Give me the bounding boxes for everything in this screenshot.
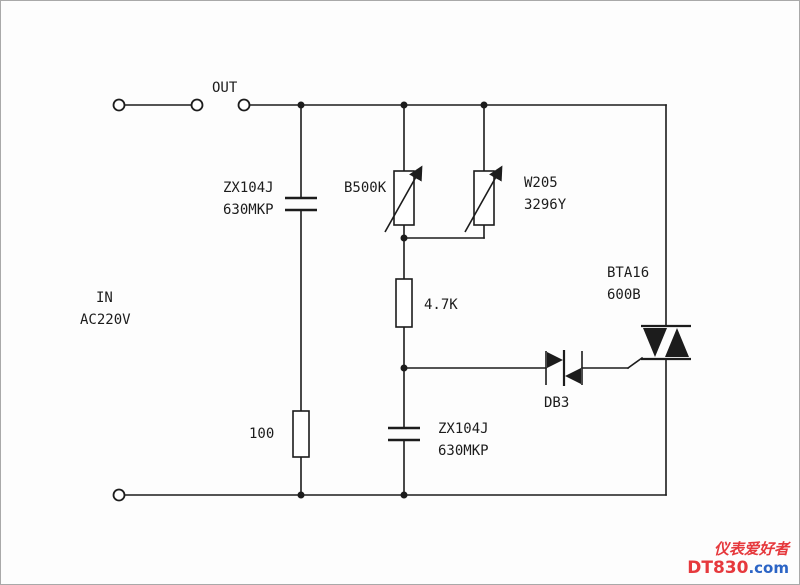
terminals [112,98,251,502]
capacitor-timing [388,426,420,442]
labels: OUT IN AC220V ZX104J 630MKP B500K W205 3… [80,80,649,459]
capacitor-timing-part-label: ZX104J [438,421,489,437]
junctions [297,101,488,499]
watermark-site-name: DT830 [687,557,749,578]
watermark-brand-cn: 仪表爱好者 [713,539,789,558]
triac [641,324,691,361]
triac-triangle-right [665,328,689,357]
diac-triangle-upper [547,352,563,368]
output-terminal-right [237,98,251,112]
capacitor-input [285,196,317,212]
capacitor-timing-spec-label: 630MKP [438,443,489,459]
triac-triangle-left [643,328,667,357]
potentiometer-main-label: B500K [344,180,387,196]
junction-dot [400,234,408,242]
junction-dot [400,491,408,499]
capacitor-input-spec-label: 630MKP [223,202,274,218]
resistor-series-body [395,278,413,328]
output-terminal-left [190,98,204,112]
wires [124,104,667,496]
junction-dot [297,491,305,499]
resistor-input-body [292,410,310,458]
resistor-series-label: 4.7K [424,297,458,313]
input-terminal-bottom [112,488,126,502]
potentiometer-main-wiper-arrow [384,165,423,233]
trimmer-spec-label: 3296Y [524,197,567,213]
input-terminal-top [112,98,126,112]
diac-triangle-lower [565,368,581,384]
diac [545,350,583,386]
trimmer-pot [464,165,503,233]
diac-label: DB3 [544,395,569,411]
junction-dot [480,101,488,109]
watermark-site-tld: .com [748,558,789,577]
junction-dot [297,101,305,109]
out-label: OUT [212,80,238,96]
junction-dot [400,101,408,109]
in-label: IN [96,290,113,306]
junction-dot [400,364,408,372]
triac-spec-label: 600B [607,287,641,303]
resistor-input-label: 100 [249,426,274,442]
watermark: 仪表爱好者 DT830.com [687,540,789,578]
trimmer-pot-wiper-arrow [464,165,503,233]
wire-gate-diagonal [626,356,644,370]
in-voltage-label: AC220V [80,312,131,328]
triac-part-label: BTA16 [607,265,649,281]
potentiometer-main [384,165,423,233]
trimmer-part-label: W205 [524,175,558,191]
capacitor-input-part-label: ZX104J [223,180,274,196]
